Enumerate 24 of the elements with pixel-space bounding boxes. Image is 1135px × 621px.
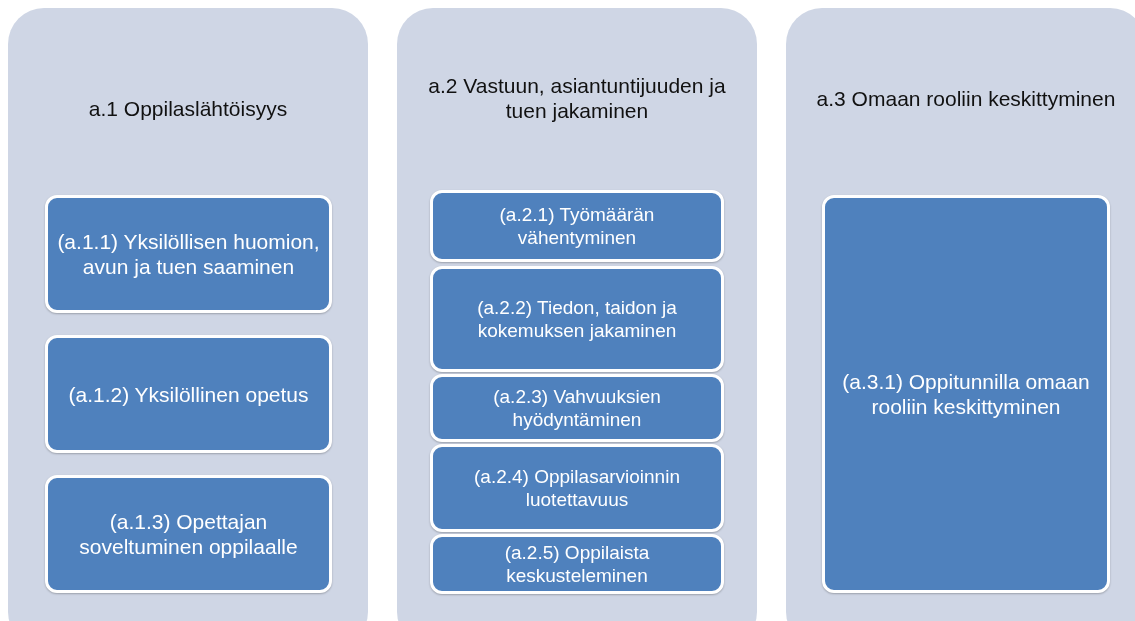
panel-heading: a.2 Vastuun, asiantuntijuuden ja tuen jakaminen	[427, 73, 727, 124]
subcategory-box	[430, 534, 724, 594]
box-label: (a.1.3) Opettajan soveltuminen oppilaalle	[78, 509, 299, 559]
category-panel	[786, 8, 1135, 621]
box-label: (a.2.2) Tiedon, taidon ja kokemuksen jakaminen	[476, 296, 678, 342]
box-label: (a.2.1) Työmäärän vähentyminen	[498, 203, 656, 249]
subcategory-box	[430, 266, 724, 372]
subcategory-box	[430, 374, 724, 442]
box-label: (a.3.1) Oppitunnilla omaan rooliin keskittyminen	[841, 369, 1091, 419]
box-label: (a.2.3) Vahvuuksien hyödyntäminen	[492, 385, 662, 431]
panel-heading: a.1 Oppilaslähtöisyys	[87, 95, 289, 122]
box-label: (a.2.5) Oppilaista keskusteleminen	[503, 541, 651, 587]
subcategory-box	[45, 475, 332, 593]
category-panel	[397, 8, 757, 621]
box-label: (a.2.4) Oppilasarvioinnin luotettavuus	[473, 465, 681, 511]
box-label: (a.1.2) Yksilöllinen opetus	[67, 381, 310, 407]
subcategory-box	[45, 335, 332, 453]
subcategory-box	[822, 195, 1110, 593]
box-label: (a.1.1) Yksilöllisen huomion, avun ja tuen saaminen	[56, 229, 321, 279]
subcategory-box	[45, 195, 332, 313]
subcategory-box	[430, 190, 724, 262]
panel-heading: a.3 Omaan rooliin keskittyminen	[815, 85, 1117, 112]
subcategory-box	[430, 444, 724, 532]
category-panel	[8, 8, 368, 621]
